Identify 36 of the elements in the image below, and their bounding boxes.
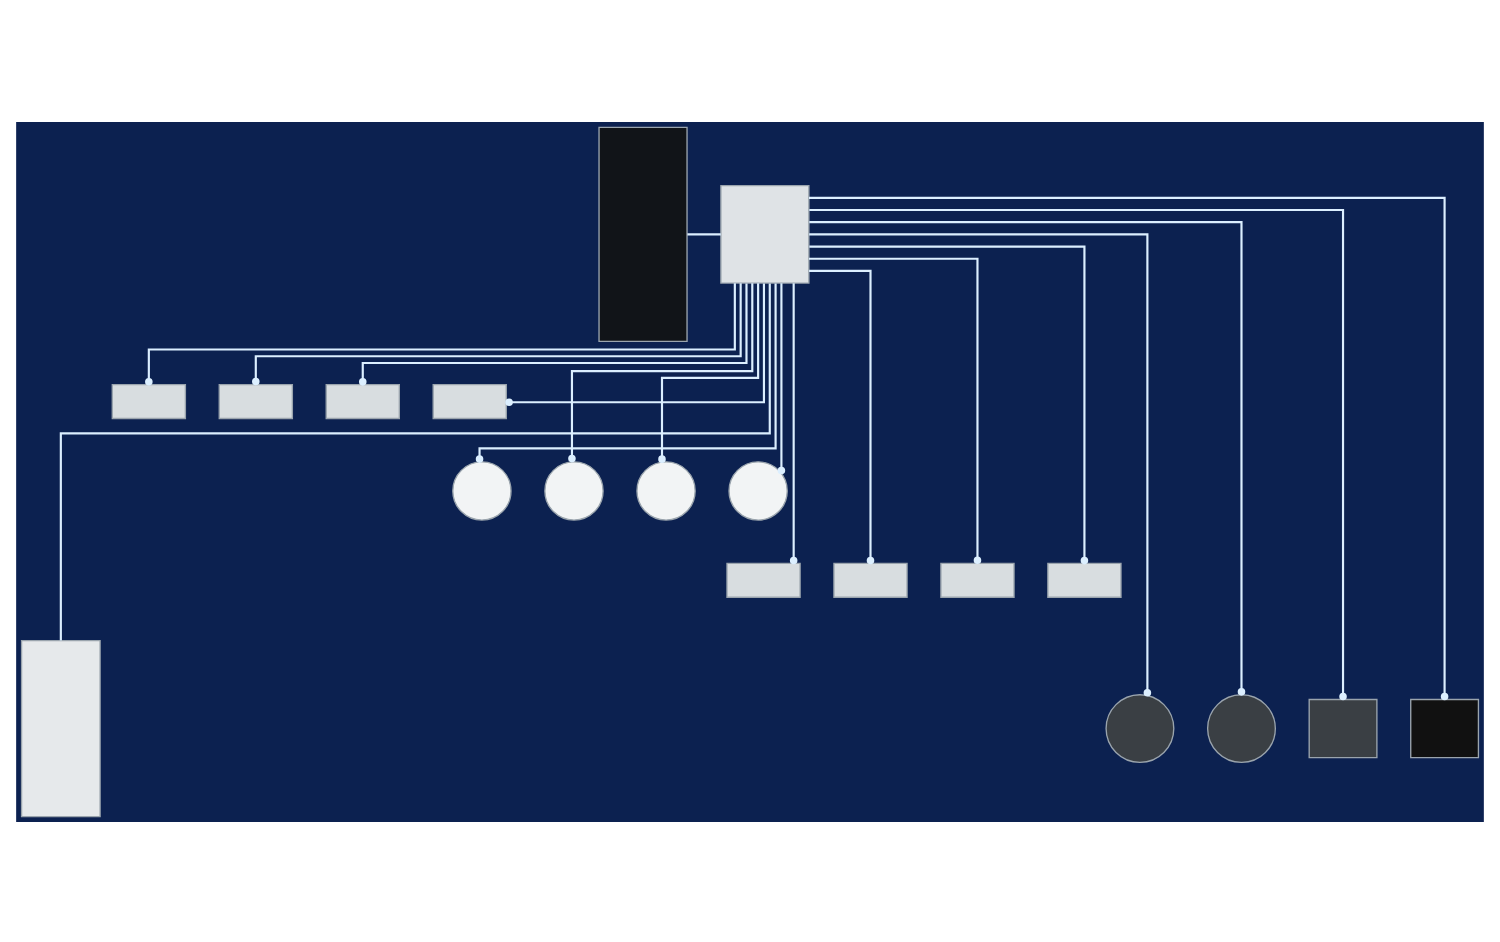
connector	[809, 232, 1152, 696]
connector	[687, 232, 721, 235]
connector	[809, 244, 1089, 564]
node-circle	[452, 460, 512, 520]
connector	[789, 282, 798, 564]
node-box	[111, 383, 187, 419]
node-box	[1047, 561, 1122, 597]
connector	[145, 282, 736, 385]
connector	[59, 282, 771, 640]
connector	[568, 282, 754, 462]
connector	[475, 282, 777, 462]
connector	[252, 282, 742, 385]
connector	[777, 282, 786, 474]
connector	[809, 268, 875, 564]
connector	[658, 282, 760, 462]
node-box	[833, 561, 908, 597]
connector	[808, 256, 982, 564]
connector	[505, 282, 766, 406]
node-box	[940, 561, 1015, 597]
node-box	[1410, 697, 1480, 758]
node-box	[218, 383, 294, 419]
node-box	[1308, 697, 1378, 758]
node-box	[720, 183, 810, 283]
node-circle	[1105, 693, 1175, 763]
node-box	[726, 561, 801, 597]
node-box	[325, 383, 400, 419]
node-box	[432, 383, 507, 419]
node-box	[598, 125, 688, 341]
connector	[809, 220, 1246, 695]
connector	[808, 195, 1449, 700]
node-box	[20, 638, 101, 817]
connector	[358, 282, 748, 385]
connector	[809, 207, 1347, 700]
node-circle	[544, 460, 604, 520]
node-circle	[1206, 693, 1276, 763]
node-circle	[636, 460, 696, 520]
